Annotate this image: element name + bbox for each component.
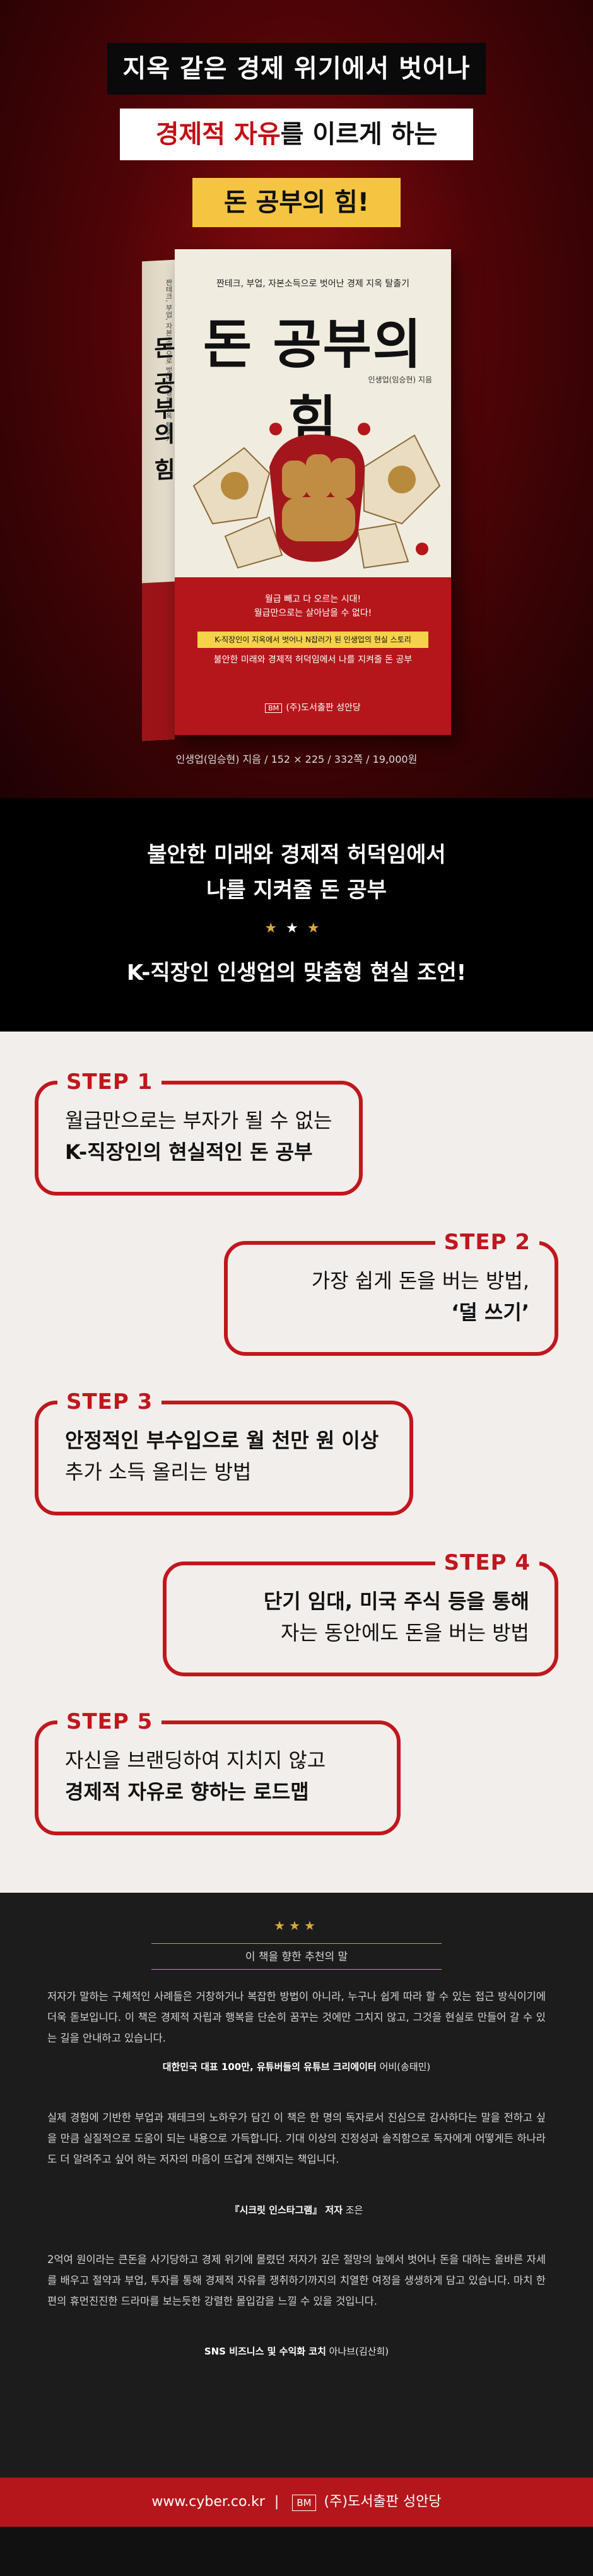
steps-section: STEP 1 월급만으로는 부자가 될 수 없는 K-직장인의 현실적인 돈 공…: [0, 1032, 593, 1893]
step-card-5: STEP 5 자신을 브랜딩하여 지치지 않고 경제적 자유로 향하는 로드맵: [35, 1708, 401, 1835]
recommendation-text-3: 2억여 원이라는 큰돈을 사기당하고 경제 위기에 몰렸던 저자가 깊은 절망의…: [47, 2254, 546, 2307]
recommender-name: 조은: [343, 2204, 363, 2216]
book-image: 짠테크, 부업, 자본소득으로 벗어난 경제 지옥 탈출기 돈 공부의 힘 짠테…: [142, 249, 451, 741]
footer-separator: |: [274, 2494, 279, 2510]
recommendations-heading: 이 책을 향한 추천의 말: [151, 1943, 442, 1970]
cover-yellow-band: K-직장인이 지옥에서 벗어나 N잡러가 된 인생업의 현실 스토리: [197, 632, 428, 648]
intro-line-2: 나를 지켜줄 돈 공부: [206, 878, 387, 903]
step-card-3: STEP 3 안정적인 부수입으로 월 천만 원 이상 추가 소득 올리는 방법: [35, 1388, 413, 1515]
book-cover: 짠테크, 부업, 자본소득으로 벗어난 경제 지옥 탈출기 돈 공부의 힘 인생…: [175, 249, 451, 735]
star-icon: ★: [286, 920, 307, 936]
recommender-1: 대한민국 대표 100만, 유튜버들의 유튜브 크리에이터 어비(송태민): [0, 2060, 593, 2073]
step-line-1: 안정적인 부수입으로 월 천만 원 이상: [65, 1428, 379, 1452]
step-label: STEP 2: [435, 1228, 539, 1256]
book-spine: 짠테크, 부업, 자본소득으로 벗어난 경제 지옥 탈출기 돈 공부의 힘: [142, 259, 175, 741]
step-label: STEP 4: [435, 1549, 539, 1577]
step-line-1: 단기 임대, 미국 주식 등을 통해: [263, 1589, 529, 1613]
cover-quote-line-1: 월급 빼고 다 오르는 시대!: [264, 594, 361, 604]
spine-red-band: [142, 581, 175, 741]
headline-banner-3: 돈 공부의 힘!: [192, 178, 401, 227]
cover-publisher: BM(주)도서출판 성안당: [175, 701, 451, 714]
recommender-3: SNS 비즈니스 및 수익화 코치 아나브(김산희): [0, 2344, 593, 2358]
step-text: 월급만으로는 부자가 될 수 없는 K-직장인의 현실적인 돈 공부: [65, 1105, 332, 1168]
step-line-2: ‘덜 쓰기’: [451, 1300, 529, 1324]
step-text: 단기 임대, 미국 주식 등을 통해 자는 동안에도 돈을 버는 방법: [264, 1585, 529, 1649]
recommender-title: 대한민국 대표 100만, 유튜버들의 유튜브 크리에이터: [162, 2061, 377, 2073]
cover-fist-money-illustration: [192, 423, 441, 569]
recommender-2: 『시크릿 인스타그램』 저자 조은: [0, 2203, 593, 2216]
step-line-2: K-직장인의 현실적인 돈 공부: [65, 1140, 313, 1164]
step-line-1: 월급만으로는 부자가 될 수 없는: [65, 1109, 332, 1132]
cover-author: 인생업(임승현) 지음: [368, 375, 433, 384]
hero-section: 지옥 같은 경제 위기에서 벗어나 경제적 자유를 이르게 하는 돈 공부의 힘…: [0, 0, 593, 798]
cover-quote: 월급 빼고 다 오르는 시대! 월급만으로는 살아남을 수 없다!: [175, 592, 451, 620]
footer-publisher: (주)도서출판 성안당: [324, 2494, 442, 2510]
headline-accent: 경제적 자유: [155, 120, 281, 149]
star-icon: ★: [264, 920, 286, 936]
cover-tagline: 짠테크, 부업, 자본소득으로 벗어난 경제 지옥 탈출기: [216, 279, 410, 289]
step-text: 자신을 브랜딩하여 지치지 않고 경제적 자유로 향하는 로드맵: [65, 1744, 326, 1808]
recommender-title: 『시크릿 인스타그램』 저자: [230, 2204, 343, 2216]
footer-bar: www.cyber.co.kr | BM (주)도서출판 성안당: [0, 2478, 593, 2527]
publisher-name: (주)도서출판 성안당: [286, 703, 361, 713]
intro-line-1: 불안한 미래와 경제적 허덕임에서: [147, 842, 446, 867]
step-card-4: STEP 4 단기 임대, 미국 주식 등을 통해 자는 동안에도 돈을 버는 …: [163, 1549, 558, 1676]
step-line-1: 자신을 브랜딩하여 지치지 않고: [65, 1748, 326, 1772]
star-divider: ★★★: [0, 920, 593, 936]
recommender-name: 아나브(김산희): [326, 2346, 389, 2357]
step-label: STEP 1: [57, 1068, 162, 1096]
step-card-2: STEP 2 가장 쉽게 돈을 버는 방법, ‘덜 쓰기’: [224, 1228, 558, 1356]
step-label: STEP 3: [57, 1388, 162, 1416]
cover-red-panel: 월급 빼고 다 오르는 시대! 월급만으로는 살아남을 수 없다! K-직장인이…: [175, 577, 451, 735]
publisher-logo-mark: BM: [265, 703, 283, 713]
spine-title: 돈 공부의 힘: [150, 335, 175, 484]
recommender-title: SNS 비즈니스 및 수익화 코치: [204, 2346, 326, 2357]
recommendation-text-1: 저자가 말하는 구체적인 사례들은 거창하거나 복잡한 방법이 아니라, 누구나…: [47, 1991, 546, 2044]
step-line-2: 경제적 자유로 향하는 로드맵: [65, 1780, 309, 1804]
publisher-url-link[interactable]: www.cyber.co.kr: [151, 2494, 265, 2510]
publisher-logo-mark: BM: [292, 2495, 316, 2511]
step-label: STEP 5: [57, 1708, 162, 1736]
cover-title: 돈 공부의 힘: [203, 313, 423, 452]
headline-banner-1: 지옥 같은 경제 위기에서 벗어나: [107, 43, 486, 95]
intro-section: 불안한 미래와 경제적 허덕임에서 나를 지켜줄 돈 공부 ★★★ K-직장인 …: [0, 798, 593, 1032]
book-specs: 인생업(임승현) 지음 / 152 × 225 / 332쪽 / 19,000원: [175, 753, 418, 765]
headline-rest: 를 이르게 하는: [280, 120, 438, 149]
step-text: 안정적인 부수입으로 월 천만 원 이상 추가 소득 올리는 방법: [65, 1425, 379, 1488]
star-icon: ★: [307, 920, 329, 936]
recommendations-stars: ★★★: [274, 1918, 319, 1933]
step-line-2: 추가 소득 올리는 방법: [65, 1460, 252, 1484]
headline-banner-2: 경제적 자유를 이르게 하는: [120, 109, 473, 160]
cover-description: 불안한 미래와 경제적 허덕임에서 나를 지켜줄 돈 공부: [213, 655, 413, 665]
step-card-1: STEP 1 월급만으로는 부자가 될 수 없는 K-직장인의 현실적인 돈 공…: [35, 1068, 363, 1196]
intro-subtitle: K-직장인 인생업의 맞춤형 현실 조언!: [126, 960, 467, 985]
cover-quote-line-2: 월급만으로는 살아남을 수 없다!: [254, 608, 372, 618]
step-line-1: 가장 쉽게 돈을 버는 방법,: [311, 1269, 529, 1293]
recommender-name: 어비(송태민): [376, 2061, 431, 2073]
recommendation-text-2: 실제 경험에 기반한 부업과 재테크의 노하우가 담긴 이 책은 한 명의 독자…: [47, 2112, 546, 2165]
recommendations-section: ★★★ 이 책을 향한 추천의 말 저자가 말하는 구체적인 사례들은 거창하거…: [0, 1893, 593, 2527]
step-text: 가장 쉽게 돈을 버는 방법, ‘덜 쓰기’: [312, 1265, 529, 1328]
step-line-2: 자는 동안에도 돈을 버는 방법: [281, 1621, 529, 1645]
